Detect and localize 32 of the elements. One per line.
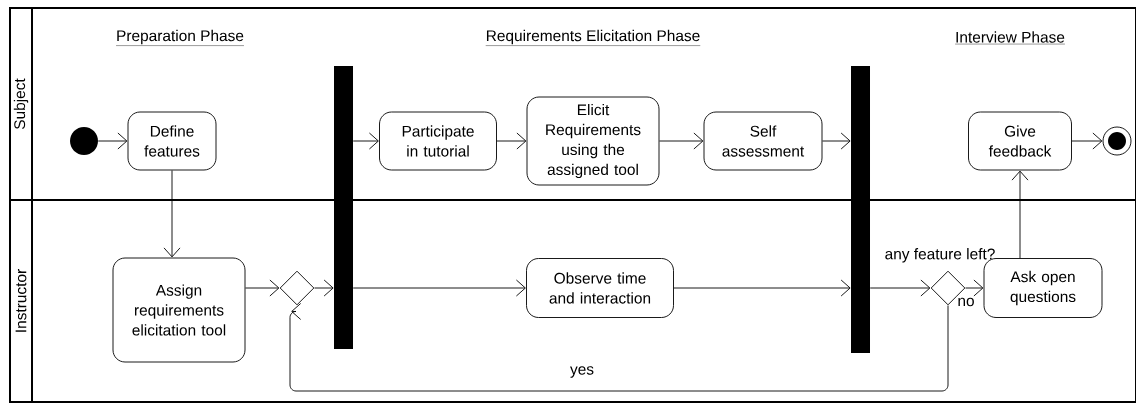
activity-box: Participate in tutorial: [379, 111, 497, 171]
phase-heading: Preparation Phase: [115, 29, 245, 46]
phase-heading: Interview Phase: [954, 31, 1066, 45]
activity-box: Define features: [127, 111, 217, 171]
arrow: [659, 132, 704, 150]
arrow: [822, 132, 851, 150]
arrow: [314, 279, 334, 297]
arrow: [673, 279, 851, 297]
start-node: [70, 127, 98, 155]
activity-box: Give feedback: [968, 111, 1072, 171]
phase-heading: Requirements Elicitation Phase: [485, 29, 701, 46]
arrow: [1011, 170, 1029, 259]
arrow: [1071, 132, 1103, 150]
activity-box: Self assessment: [703, 111, 823, 171]
fork-bar: [334, 66, 353, 349]
arrow: [352, 279, 526, 297]
arrow: [869, 279, 931, 297]
decision-diamond: [279, 270, 315, 306]
activity-box: Assign requirements elicitation tool: [112, 257, 246, 363]
activity-box: Observe time and interaction: [526, 258, 674, 318]
arrow: [163, 170, 181, 258]
arrow: [352, 132, 379, 150]
activity-box: Elicit Requirements using the assigned tool: [526, 96, 660, 186]
fork-bar: [851, 66, 870, 353]
edge-label: yes: [570, 366, 594, 378]
end-node: [1102, 126, 1132, 156]
arrow: [496, 132, 527, 150]
arrow: [965, 279, 984, 297]
edge-label: no: [958, 297, 974, 307]
arrow: [245, 279, 280, 297]
arrow: [289, 303, 949, 392]
arrow: [97, 132, 128, 150]
